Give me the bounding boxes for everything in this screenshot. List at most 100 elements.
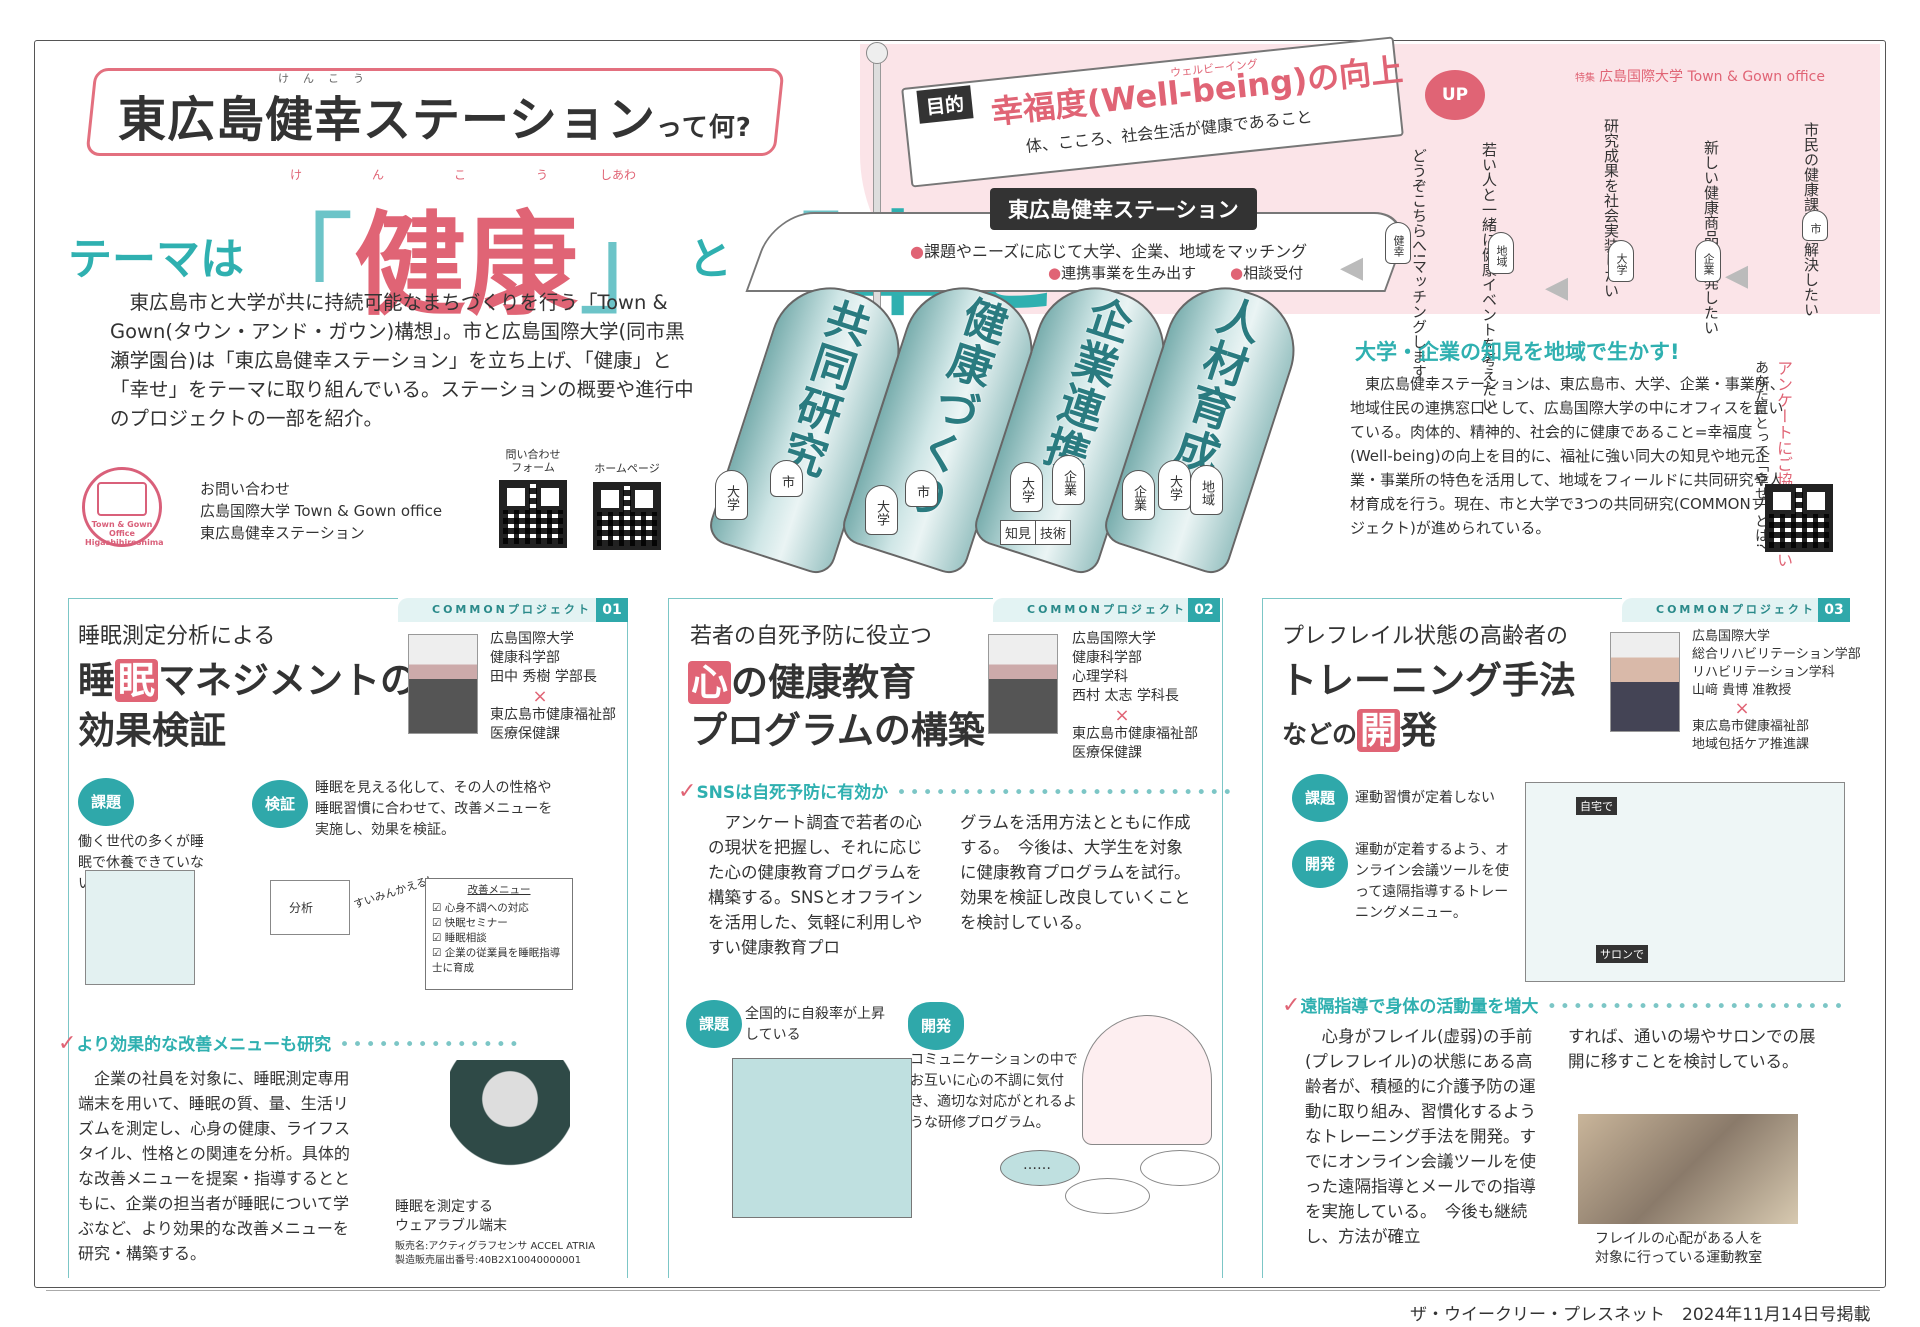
title-part: の健康教育 — [731, 661, 916, 704]
qr-code-icon — [1765, 484, 1833, 552]
char-university: 大学 — [715, 470, 748, 520]
verify-badge: 検証 — [252, 780, 308, 828]
project-01-top-border — [68, 598, 398, 599]
title-highlight: 心 — [688, 661, 731, 704]
develop-badge: 開発 — [1292, 840, 1348, 888]
consult-text: 相談受付 — [1243, 264, 1304, 282]
youth-with-phone-illustration — [732, 1058, 912, 1218]
project-01-number: 01 — [596, 598, 628, 622]
project-01-body: 企業の社員を対象に、睡眠測定専用端末を用いて、睡眠の質、量、生活リズムを測定し、… — [78, 1069, 351, 1263]
char-university: 大学 — [1158, 460, 1191, 510]
cross-icon: × — [532, 686, 548, 707]
station-role-matching: ●課題やニーズに応じて大学、企業、地域をマッチング — [910, 242, 1308, 261]
arrow-left-icon: ◀ — [1340, 250, 1364, 285]
member-line: 心理学科 — [1072, 669, 1128, 685]
member-line: 広島国際大学 — [1692, 629, 1771, 644]
check-icon: ✓ — [58, 1031, 77, 1056]
contact-info: お問い合わせ 広島国際大学 Town & Gown office 東広島健幸ステ… — [200, 478, 442, 544]
title-part: 睡 — [78, 659, 115, 702]
contact-label: お問い合わせ — [200, 480, 291, 498]
purpose-label: 目的 — [916, 85, 974, 124]
special-office: 広島国際大学 Town & Gown office — [1599, 69, 1825, 85]
project-03 — [1262, 598, 1852, 1278]
menu-title: 改善メニュー — [467, 884, 531, 896]
speech-bubble-icon: …… — [1000, 1150, 1080, 1186]
member-line: 東広島市健康福祉部 — [1072, 726, 1198, 742]
check-icon: ✓ — [678, 779, 697, 804]
char-company: 企業 — [1052, 455, 1085, 505]
footer-credit: ザ・ウイークリー・プレスネット 2024年11月14日号掲載 — [1410, 1305, 1871, 1325]
dotted-rule: •••••••••••••••••••••••••• — [888, 783, 1236, 803]
develop-text: 運動が定着するよう、オンライン会議ツールを使って遠隔指導するトレーニングメニュー… — [1355, 842, 1509, 921]
verify-text: 睡眠を見える化して、その人の性格や睡眠習慣に合わせて、改善メニューを実施し、効果… — [315, 780, 553, 838]
point-text: 遠隔指導で身体の活動量を増大 — [1300, 997, 1539, 1017]
develop-text: コミュニケーションの中でお互いに心の不調に気付き、適切な対応がとれるような研修プ… — [910, 1052, 1078, 1131]
member-line: 東広島市健康福祉部 — [1692, 719, 1810, 734]
station-role-collab: ●連携事業を生み出す — [1048, 264, 1197, 282]
improvement-menu: 改善メニュー ☑ 心身不調への対応 ☑ 快眠セミナー ☑ 睡眠相談 ☑ 企業の従… — [425, 878, 573, 990]
project-02-title: 心の健康教育 — [688, 652, 916, 706]
menu-item: ☑ 快眠セミナー — [432, 917, 508, 929]
analysis-label: 分析 — [289, 901, 314, 915]
char-university: 大学 — [1010, 462, 1043, 512]
device-fine-print: 販売名:アクティグラフセンサ ACCEL ATRIA 製造販売届出番号:40B2… — [395, 1241, 596, 1266]
project-03-body-left: 心身がフレイル(虚弱)の手前(プレフレイル)の状態にある高齢者が、積極的に介護予… — [1305, 1027, 1536, 1246]
project-01-tag: COMMONプロジェクト — [398, 598, 600, 622]
qr-survey[interactable] — [1765, 478, 1833, 552]
project-01-title-2: 効果検証 — [78, 709, 226, 752]
title-highlight: 開 — [1357, 709, 1401, 752]
qr-code-icon — [593, 482, 661, 550]
project-02-tag: COMMONプロジェクト — [993, 598, 1195, 622]
woman-with-phone-illustration — [1082, 1015, 1212, 1145]
menu-item: ☑ 心身不調への対応 — [432, 902, 529, 914]
project-02-number: 02 — [1188, 598, 1220, 622]
menu-item-text: 快眠セミナー — [444, 917, 508, 929]
arrow-left-icon: ◀ — [1725, 258, 1749, 293]
theme-connector: と — [688, 234, 732, 285]
special-prefix: 特集 — [1575, 73, 1595, 84]
dotted-rule: ••••••••••••••••••••••• — [1538, 997, 1847, 1017]
issue-text: 運動習慣が定着しない — [1355, 790, 1495, 806]
title-ruby: けんこう — [278, 72, 378, 85]
project-01-subtitle: 睡眠測定分析による — [78, 624, 276, 649]
project-02-body-left: アンケート調査で若者の心の現状を把握し、それに応じた心の健康教育プログラムを構築… — [708, 813, 923, 957]
member-line: リハビリテーション学科 — [1692, 665, 1835, 680]
member-line: 総合リハビリテーション学部 — [1692, 647, 1861, 662]
project-03-title-2: などの開発 — [1282, 700, 1437, 754]
char-station: 健幸 — [1385, 222, 1411, 264]
qr-home-label: ホームページ — [594, 462, 660, 475]
arrow-left-icon: ◀ — [1545, 270, 1569, 305]
up-arrow-icon: UP — [1425, 70, 1485, 120]
check-icon: ✓ — [1282, 993, 1301, 1018]
salon-label: サロンで — [1596, 945, 1648, 963]
char-company: 企業 — [1695, 240, 1721, 282]
menu-item-text: 睡眠相談 — [444, 932, 487, 944]
bracket-open-1: 「 — [244, 202, 354, 330]
portrait-photo — [1610, 632, 1680, 732]
knowledge-heading: 大学・企業の知見を地域で生かす! — [1355, 340, 1680, 364]
title-suffix: って何? — [656, 113, 752, 143]
menu-item-text: 企業の従業員を睡眠指導士に育成 — [432, 947, 561, 974]
title-highlight: 眠 — [115, 659, 158, 702]
project-03-top-border — [1262, 598, 1622, 599]
wearable-device-image — [450, 1060, 570, 1190]
member-line: 地域包括ケア推進課 — [1692, 737, 1810, 752]
exercise-caption: フレイルの心配がある人を 対象に行っている運動教室 — [1595, 1231, 1763, 1266]
flag-pole-top — [866, 42, 888, 64]
char-community: 地域 — [1190, 465, 1223, 515]
project-02-subtitle: 若者の自死予防に役立つ — [690, 624, 933, 649]
theme-prefix: テーマは — [68, 234, 244, 285]
qr-form[interactable]: 問い合わせ フォーム — [488, 448, 578, 548]
issue-badge: 課題 — [78, 778, 134, 826]
station-label: 東広島健幸ステーション — [990, 188, 1257, 230]
collab-text: 連携事業を生み出す — [1061, 264, 1197, 282]
menu-item: ☑ 睡眠相談 — [432, 932, 487, 944]
member-line: 田中 秀樹 学部長 — [490, 669, 597, 685]
title-part: などの — [1282, 720, 1358, 749]
char-community: 地域 — [1488, 232, 1514, 274]
char-company: 企業 — [1122, 470, 1155, 520]
portrait-photo — [988, 634, 1058, 734]
title-part: マネジメントの — [158, 659, 417, 702]
title-part: 発 — [1400, 709, 1438, 752]
qr-homepage[interactable]: ホームページ — [582, 460, 672, 550]
